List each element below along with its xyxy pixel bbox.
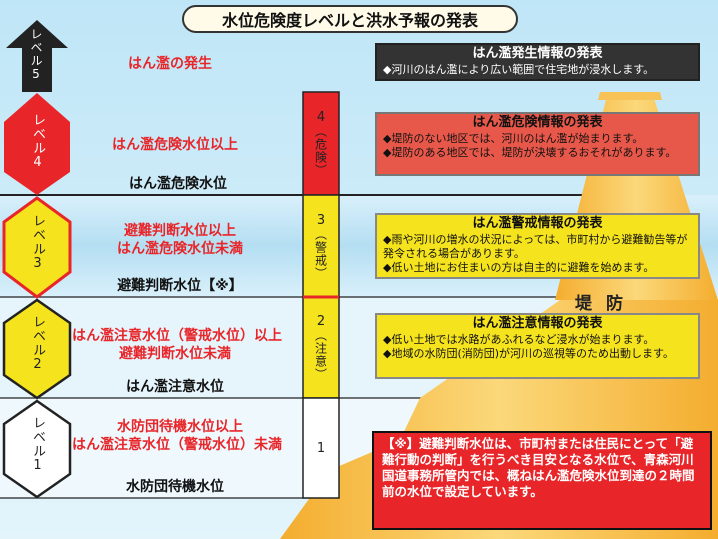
info-line: ◆堤防のない地区では、河川のはん濫が始まります。: [383, 132, 644, 145]
arrow-level4: [4, 93, 70, 195]
level4-threshold-label: はん濫危険水位: [129, 176, 227, 192]
column-level3: [302, 194, 340, 298]
info-line: ◆低い土地では水路があふれるなど浸水が始まります。: [383, 333, 655, 346]
level2-description-2: 避難判断水位未満: [119, 346, 231, 362]
level2-number: 2 （注意）: [313, 314, 328, 381]
level1-number: 1: [316, 440, 326, 456]
level3-number: 3 （警戒）: [313, 212, 328, 280]
level3-threshold-label: 避難判断水位【※】: [117, 278, 243, 294]
info-box-level4: はん濫危険情報の発表 ◆堤防のない地区では、河川のはん濫が始まります。 ◆堤防の…: [375, 112, 700, 176]
info-line: ◆地域の水防団(消防団)が河川の巡視等のため出動します。: [383, 347, 674, 360]
info-line: ◆低い土地にお住まいの方は自主的に避難を始めます。: [383, 261, 655, 274]
level4-number: 4 （危険）: [313, 110, 328, 177]
column-level4: [302, 91, 340, 196]
arrow-label-level3: レベル3: [30, 214, 45, 272]
note-box: 【※】避難判断水位は、市町村または住民にとって「避難行動の判断」を行うべき目安と…: [372, 431, 712, 530]
arrow-label-level1: レベル1: [30, 416, 45, 474]
info-title-level5: はん濫発生情報の発表: [472, 46, 603, 61]
arrow-level3: [2, 196, 72, 299]
column-level1: [302, 397, 340, 499]
dike-label: 堤防: [575, 294, 637, 314]
info-line: ◆雨や河川の増水の状況によっては、市町村から避難勧告等が発令される場合があります…: [383, 233, 688, 260]
info-box-level3: はん濫警戒情報の発表 ◆雨や河川の増水の状況によっては、市町村から避難勧告等が発…: [375, 213, 700, 279]
level1-description-2: はん濫注意水位（警戒水位）未満: [72, 437, 282, 453]
column-level2: [302, 296, 340, 399]
arrow-level2: [2, 298, 72, 400]
arrow-level1: [2, 399, 72, 499]
level1-description-1: 水防団待機水位以上: [117, 419, 243, 435]
page-title: 水位危険度レベルと洪水予報の発表: [182, 5, 518, 33]
info-line: ◆河川のはん濫により広い範囲で住宅地が浸水します。: [383, 63, 655, 76]
arrow-label-level4: レベル4: [30, 113, 45, 171]
level4-description: はん濫危険水位以上: [112, 137, 238, 153]
info-box-level2: はん濫注意情報の発表 ◆低い土地では水路があふれるなど浸水が始まります。 ◆地域…: [375, 313, 700, 379]
level2-description-1: はん濫注意水位（警戒水位）以上: [72, 328, 282, 344]
info-title-level2: はん濫注意情報の発表: [472, 316, 603, 331]
info-title-level3: はん濫警戒情報の発表: [472, 216, 603, 231]
level3-description-1: 避難判断水位以上: [124, 223, 236, 239]
level2-threshold-label: はん濫注意水位: [126, 379, 224, 395]
level3-description-2: はん濫危険水位未満: [117, 241, 243, 257]
level1-threshold-label: 水防団待機水位: [126, 479, 224, 495]
info-box-level5: はん濫発生情報の発表 ◆河川のはん濫により広い範囲で住宅地が浸水します。: [375, 43, 700, 81]
arrow-label-level2: レベル2: [30, 315, 45, 373]
info-line: ◆堤防のある地区では、堤防が決壊するおそれがあります。: [383, 146, 677, 159]
arrow-label-level5: レベル5: [29, 28, 43, 82]
arrow-level5: [6, 20, 68, 92]
info-title-level4: はん濫危険情報の発表: [472, 115, 603, 130]
level5-description: はん濫の発生: [128, 56, 212, 72]
